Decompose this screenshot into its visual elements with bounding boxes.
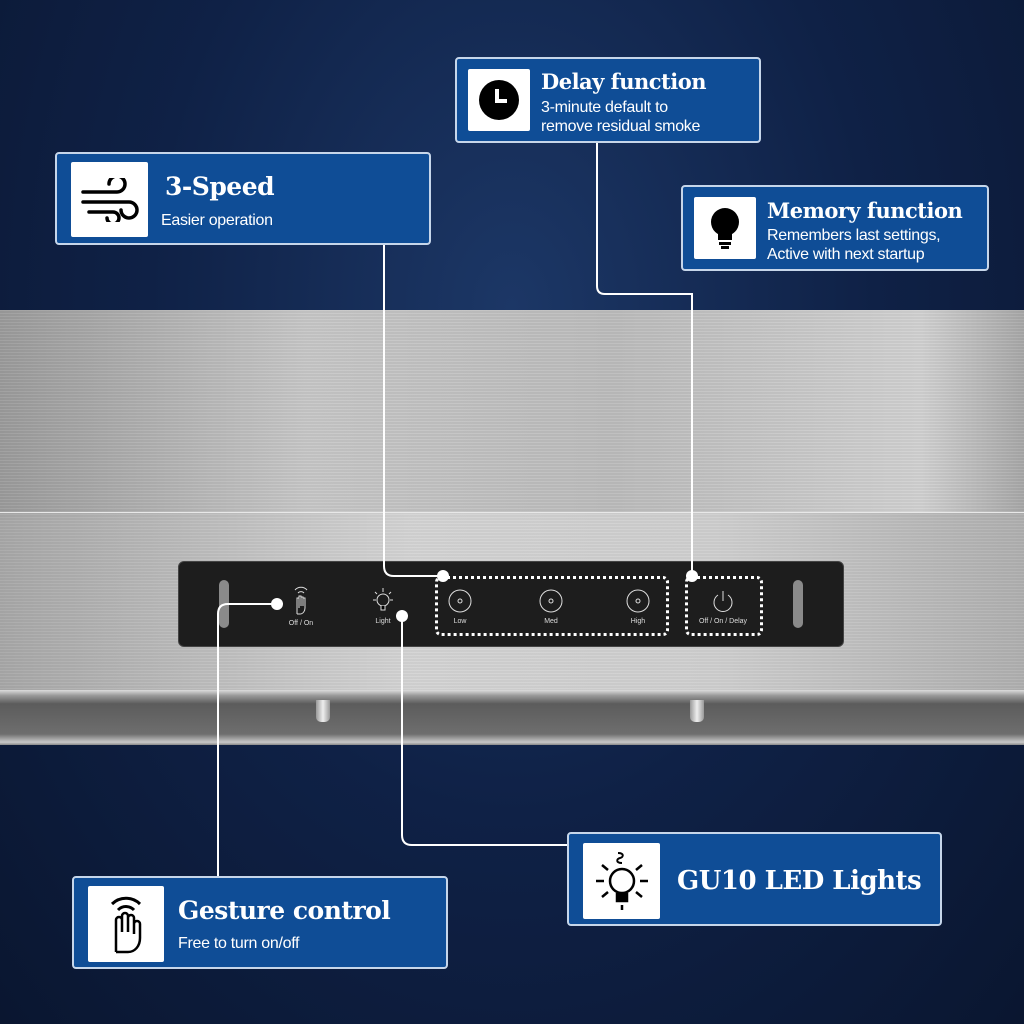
gesture-button[interactable]: Off / On (271, 584, 331, 627)
gesture-label: Off / On (288, 620, 314, 627)
lightbulb-icon (694, 197, 756, 259)
callout-title: 3-Speed (165, 172, 275, 201)
speed-low-button[interactable]: Low (430, 588, 490, 625)
callout-gu10-lights: GU10 LED Lights (567, 832, 942, 926)
callout-text: Active with next startup (767, 246, 925, 263)
callout-title: Memory function (767, 198, 963, 223)
control-panel: Off / On Light Low Med High Off / On / D… (178, 561, 844, 647)
hood-foot (316, 700, 330, 722)
fan-icon (626, 589, 650, 613)
callout-text: 3-minute default to (541, 99, 668, 116)
callout-text: Free to turn on/off (178, 935, 300, 952)
power-label: Off / On / Delay (698, 618, 748, 625)
light-label: Light (375, 618, 391, 625)
callout-title: Delay function (541, 69, 706, 94)
hood-foot (690, 700, 704, 722)
callout-title: Gesture control (178, 896, 391, 925)
bulb-rays-icon (583, 843, 660, 919)
clock-icon (468, 69, 530, 131)
range-hood-upper (0, 310, 1024, 512)
callout-text: Remembers last settings, (767, 227, 941, 244)
power-button[interactable]: Off / On / Delay (693, 588, 753, 625)
callout-title: GU10 LED Lights (677, 866, 922, 896)
range-hood-rail (0, 690, 1024, 745)
fan-icon (448, 589, 472, 613)
callout-3-speed: 3-Speed Easier operation (55, 152, 431, 245)
speed-high-button[interactable]: High (608, 588, 668, 625)
panel-slot (793, 580, 803, 628)
callout-memory: Memory function Remembers last settings,… (681, 185, 989, 271)
wind-icon (71, 162, 148, 237)
speed-label: Low (453, 618, 467, 625)
callout-text: Easier operation (161, 212, 273, 229)
speed-group-outline (435, 576, 669, 636)
callout-text: remove residual smoke (541, 118, 701, 135)
hand-wave-icon (294, 586, 308, 615)
callout-gesture: Gesture control Free to turn on/off (72, 876, 448, 969)
bulb-icon (373, 588, 393, 611)
speed-label: High (630, 618, 646, 625)
fan-icon (539, 589, 563, 613)
callout-delay: Delay function 3-minute default to remov… (455, 57, 761, 143)
light-button[interactable]: Light (353, 586, 413, 625)
power-icon (713, 591, 733, 612)
speed-label: Med (544, 618, 558, 625)
hand-wave-icon (88, 886, 164, 962)
speed-med-button[interactable]: Med (521, 588, 581, 625)
power-outline (685, 576, 763, 636)
